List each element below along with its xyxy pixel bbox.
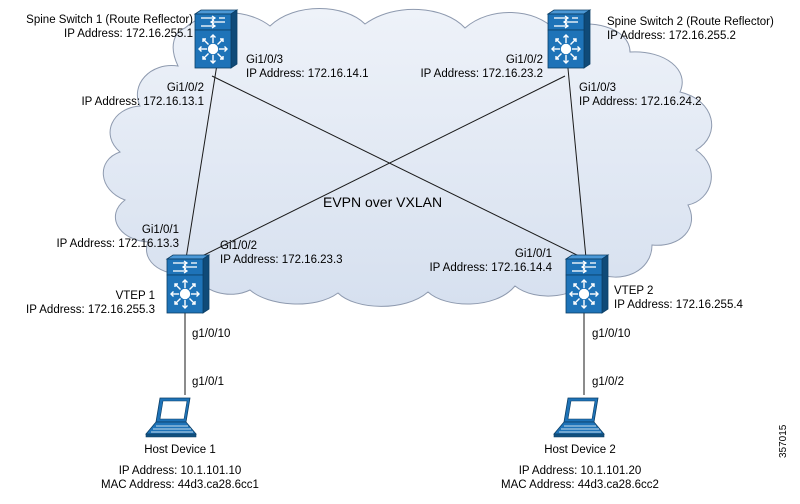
vtep2-port-gi101: Gi1/0/1 <box>514 248 552 260</box>
host2-port: g1/0/2 <box>592 376 624 388</box>
link-spine2-vtep1 <box>189 75 566 263</box>
spine2-ip: IP Address: 172.16.255.2 <box>607 30 736 42</box>
host-device-2-laptop-icon <box>553 397 605 438</box>
spine2-port-gi102: Gi1/0/2 <box>505 54 543 66</box>
host2-ip: IP Address: 10.1.101.20 <box>518 465 642 477</box>
vtep1-port-g1010: g1/0/10 <box>192 328 231 340</box>
vtep1-name: VTEP 1 <box>115 290 155 302</box>
spine1-name: Spine Switch 1 (Route Reflector) <box>26 14 193 26</box>
vtep2-port-g1010: g1/0/10 <box>592 328 631 340</box>
spine2-port-gi103-ip: IP Address: 172.16.24.2 <box>579 96 702 108</box>
link-spine2-vtep2 <box>566 57 587 259</box>
host-device-1-laptop-icon <box>145 397 197 438</box>
host1-name: Host Device 1 <box>144 444 216 456</box>
spine1-ip: IP Address: 172.16.255.1 <box>64 28 193 40</box>
vtep1-port-gi101-ip: IP Address: 172.16.13.3 <box>56 238 179 250</box>
vtep1-port-gi102: Gi1/0/2 <box>220 240 258 252</box>
host1-mac: MAC Address: 44d3.ca28.6cc1 <box>101 479 259 491</box>
spine1-port-gi103-ip: IP Address: 172.16.14.1 <box>246 68 369 80</box>
vtep2-name: VTEP 2 <box>614 285 654 297</box>
vtep2-port-gi101-ip: IP Address: 172.16.14.4 <box>429 262 552 274</box>
vtep1-ip: IP Address: 172.16.255.3 <box>26 304 155 316</box>
spine2-name: Spine Switch 2 (Route Reflector) <box>607 16 774 28</box>
spine-switch-1-icon <box>194 9 238 69</box>
spine1-port-gi103: Gi1/0/3 <box>246 54 284 66</box>
host2-mac: MAC Address: 44d3.ca28.6cc2 <box>501 479 659 491</box>
figure-id: 357015 <box>778 424 789 458</box>
spine-switch-2-icon <box>547 9 591 69</box>
link-spine1-vtep1 <box>184 57 219 266</box>
spine1-port-gi102: Gi1/0/2 <box>166 82 204 94</box>
vtep-1-switch-icon <box>166 254 210 314</box>
vtep2-ip: IP Address: 172.16.255.4 <box>614 299 743 311</box>
spine1-port-gi102-ip: IP Address: 172.16.13.1 <box>81 96 204 108</box>
vtep1-port-gi102-ip: IP Address: 172.16.23.3 <box>220 254 343 266</box>
vtep1-port-gi101: Gi1/0/1 <box>141 224 179 236</box>
host1-port: g1/0/1 <box>192 376 224 388</box>
link-spine1-vtep2 <box>211 75 584 259</box>
vtep-2-switch-icon <box>565 254 609 314</box>
host1-ip: IP Address: 10.1.101.10 <box>118 465 242 477</box>
host2-name: Host Device 2 <box>544 444 616 456</box>
spine2-port-gi102-ip: IP Address: 172.16.23.2 <box>420 68 543 80</box>
links <box>184 57 587 395</box>
spine2-port-gi103: Gi1/0/3 <box>579 82 617 94</box>
cloud-label: EVPN over VXLAN <box>323 194 443 210</box>
